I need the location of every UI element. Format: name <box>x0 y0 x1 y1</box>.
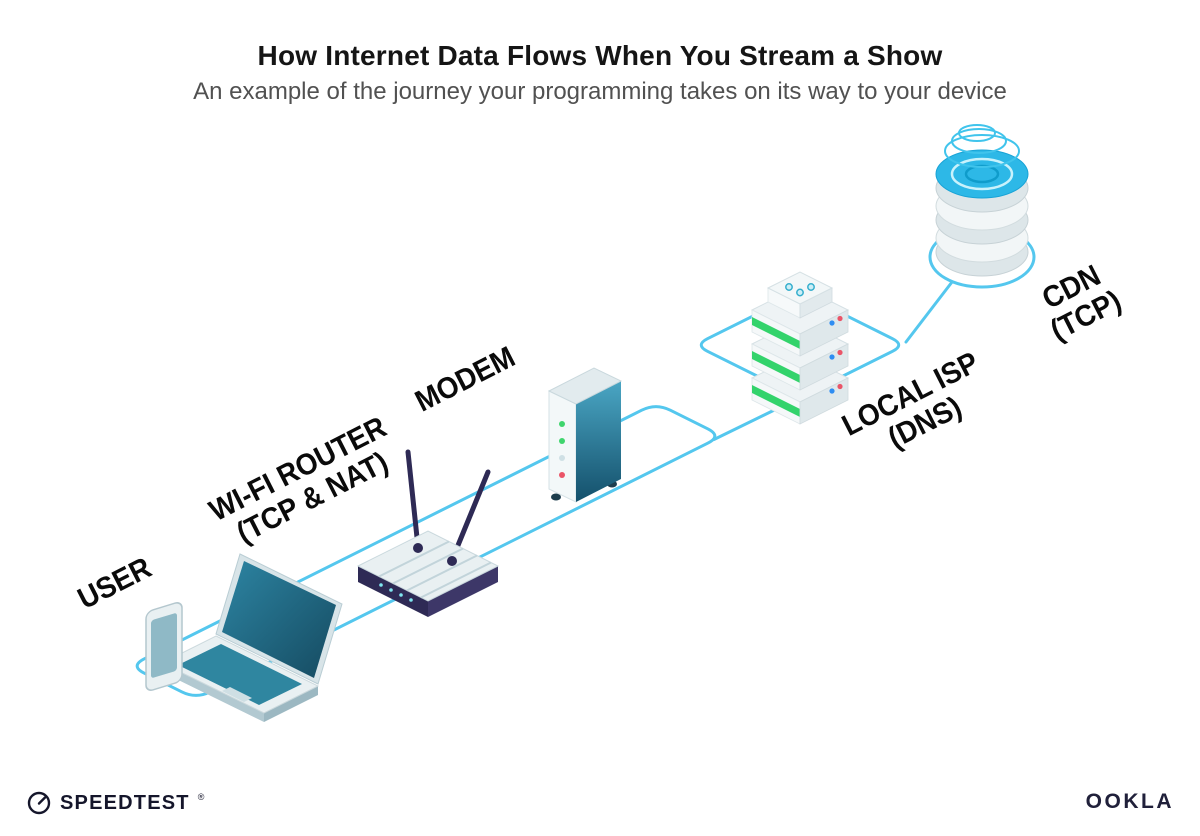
router-side-face <box>428 566 498 617</box>
laptop-body-side <box>264 686 318 722</box>
isp-server-stack-illustration <box>750 271 850 425</box>
page-title: How Internet Data Flows When You Stream … <box>257 40 943 71</box>
laptop-trackpad <box>222 687 252 702</box>
platform-outline <box>135 405 717 697</box>
router-antenna-joint-right <box>447 556 457 566</box>
speedtest-wordmark: SPEEDTEST <box>60 791 190 814</box>
laptop-body-front <box>162 663 264 722</box>
link-isp-cdn <box>904 280 954 344</box>
router-vents <box>378 540 492 599</box>
laptop-screen <box>222 561 336 678</box>
router-antenna-left <box>405 449 421 550</box>
server-led-strip <box>752 317 800 349</box>
smartphone-illustration <box>145 602 183 691</box>
server-led-strip <box>752 351 800 383</box>
modem-foot-left <box>551 493 561 501</box>
cdn-top-surface <box>935 149 1029 199</box>
ookla-logo: OOKLA <box>1086 790 1174 814</box>
modem-leds <box>559 421 565 478</box>
speedtest-gauge-icon <box>27 791 51 815</box>
control-box-buttons <box>785 283 815 297</box>
router-illustration <box>356 449 500 617</box>
server-led-strip <box>752 385 800 417</box>
phone-screen <box>151 613 177 678</box>
router-front-face <box>358 566 428 617</box>
cdn-database-illustration <box>935 124 1029 277</box>
router-antenna-joint-left <box>413 543 423 553</box>
laptop-keyboard <box>178 644 302 705</box>
modem-front-face <box>548 390 577 503</box>
registered-trademark: ® <box>197 792 205 802</box>
modem-side-face <box>576 381 621 502</box>
modem-top-face <box>547 367 623 405</box>
router-leds <box>379 583 413 602</box>
ookla-wordmark: OOKLA <box>1085 790 1174 813</box>
laptop-illustration <box>160 553 343 722</box>
router-antenna-right <box>449 469 491 563</box>
speedtest-logo: SPEEDTEST ® <box>26 790 204 816</box>
cdn-signal-rings <box>944 124 1020 168</box>
page-subtitle: An example of the journey your programmi… <box>193 78 1007 105</box>
modem-illustration <box>547 367 623 503</box>
